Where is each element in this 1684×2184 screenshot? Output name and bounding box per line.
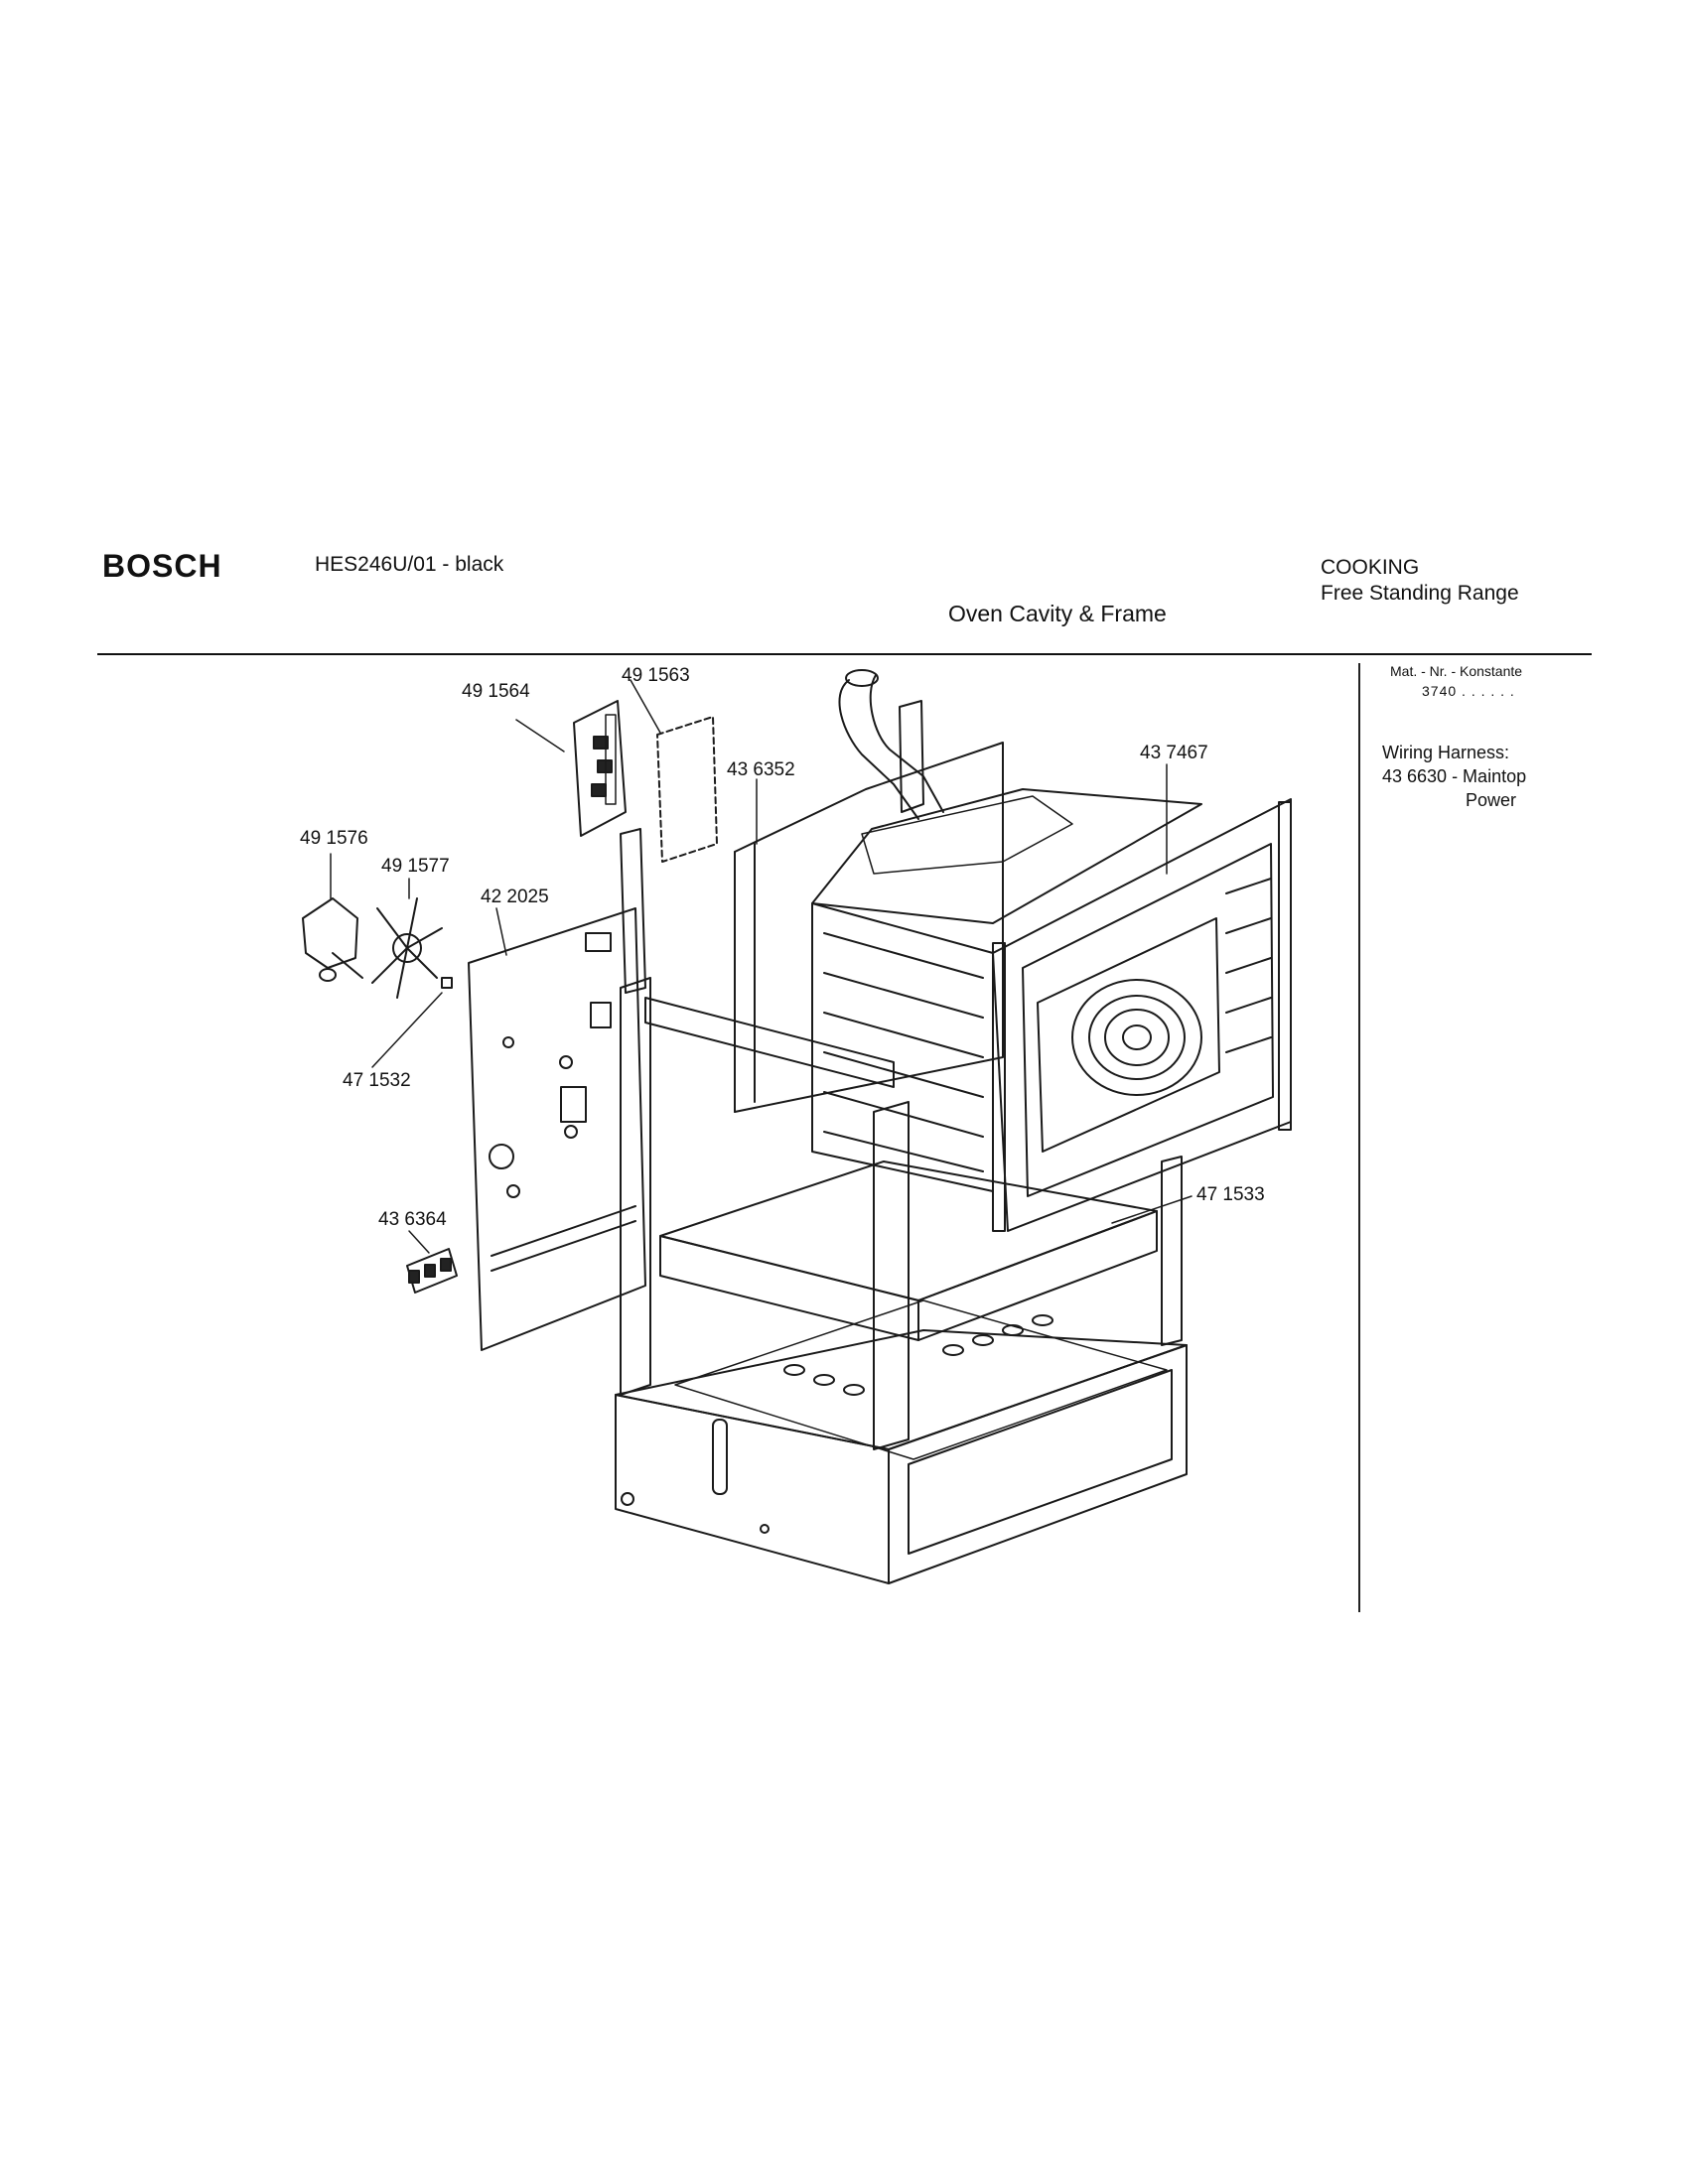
sidebar-divider [1358,663,1360,1612]
product-type-label: Free Standing Range [1321,582,1519,605]
brand-logo: BOSCH [102,548,222,584]
rack-rails [1225,878,1272,1053]
fan-motor [302,897,363,982]
wiring-harness-label: Wiring Harness: [1382,743,1510,762]
part-label-49-1563: 49 1563 [622,665,690,686]
vent-duct [838,669,944,820]
wiring-harness-item-cont: Power [1466,790,1517,810]
fan-nut [441,977,453,989]
part-label-49-1564: 49 1564 [462,681,530,702]
convection-fan-cover [1037,917,1220,1153]
part-label-43-7467: 43 7467 [1140,743,1208,763]
leader-lines [330,679,1193,1254]
rear-panel [468,907,646,1351]
bottom-oven-liner [659,1160,1168,1460]
part-label-42-2025: 42 2025 [481,887,549,907]
model-number: HES246U/01 - black [315,553,504,576]
wiring-harness-item: 43 6630 - Maintop [1382,766,1527,786]
oven-cavity [811,788,1202,1192]
part-label-43-6352: 43 6352 [727,759,795,780]
part-label-47-1533: 47 1533 [1196,1184,1265,1205]
control-board [573,700,627,837]
insulation-sheet [656,716,718,863]
page-title: Oven Cavity & Frame [948,601,1167,626]
header-divider [97,653,1592,655]
front-frame [992,798,1292,1232]
part-label-49-1576: 49 1576 [300,828,368,849]
category-label: COOKING [1321,556,1420,579]
part-label-47-1532: 47 1532 [343,1070,411,1091]
rear-insulation-block [734,742,1004,1113]
range-chassis-frame [615,828,1188,1584]
part-label-49-1577: 49 1577 [381,856,450,877]
terminal-block [406,1248,458,1294]
fan-blade [371,897,443,999]
part-label-43-6364: 43 6364 [378,1209,447,1230]
material-number-label: Mat. - Nr. - Konstante [1390,663,1523,679]
material-number-value: 3740 . . . . . . [1422,683,1515,699]
